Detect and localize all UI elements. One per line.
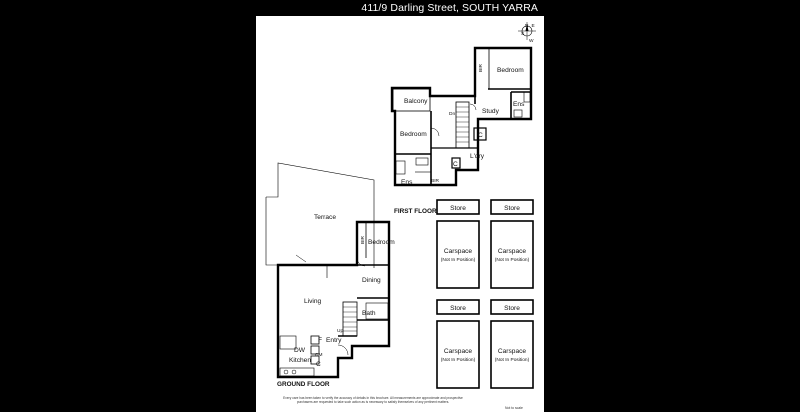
first-floor-title: FIRST FLOOR — [394, 208, 437, 215]
compass-e: E — [532, 23, 535, 29]
ff-balcony-label: Balcony — [404, 98, 428, 105]
ff-laundry-label: L'dry — [470, 153, 485, 160]
carspace-label: Carspace — [444, 248, 473, 255]
disclaimer-text: Every care has been taken to verify the … — [283, 396, 463, 404]
ff-dn-label: Dn — [449, 111, 455, 117]
gf-living-label: Living — [304, 298, 322, 305]
store-box — [436, 199, 480, 215]
carspace-label: Carspace — [444, 348, 473, 355]
store-label: Store — [450, 305, 466, 312]
ground-floor-title: GROUND FLOOR — [277, 381, 330, 388]
property-address: 411/9 Darling Street, SOUTH YARRA — [361, 2, 538, 14]
ff-c-2-label: C — [453, 161, 458, 168]
header-bar: 411/9 Darling Street, SOUTH YARRA — [256, 0, 544, 16]
carspace-box — [490, 320, 534, 389]
gf-cm-label: CM — [315, 352, 322, 358]
store-label: Store — [450, 205, 466, 212]
floorplan-sheet: 411/9 Darling Street, SOUTH YARRA N E S … — [256, 0, 544, 412]
ff-bir-2-label: BIR — [431, 178, 440, 184]
ff-study-label: Study — [482, 108, 500, 115]
ff-bedroom-1-label: Bedroom — [497, 67, 524, 74]
gf-kitchen-label: Kitchen — [289, 357, 311, 364]
gf-terrace-label: Terrace — [314, 214, 336, 221]
ff-bedroom-2-label: Bedroom — [400, 131, 427, 138]
compass-icon: N E S W — [518, 22, 536, 44]
floorplan-drawing: N E S W — [265, 22, 536, 389]
gf-dining-label: Dining — [362, 277, 381, 284]
store-label: Store — [504, 305, 520, 312]
gf-bir-label: BIR — [360, 235, 366, 244]
compass-n: N — [525, 23, 529, 29]
gf-c-label: C — [316, 361, 321, 368]
gf-bath-label: Bath — [362, 310, 376, 317]
store-label: Store — [504, 205, 520, 212]
store-box — [490, 299, 534, 315]
carspace-box — [436, 220, 480, 289]
carspace-box — [436, 320, 480, 389]
first-floor-plan — [390, 46, 533, 187]
ff-ens-2-label: Ens — [401, 179, 413, 186]
store-box — [490, 199, 534, 215]
gf-f-label: F — [318, 337, 322, 344]
compass-s: S — [521, 31, 524, 37]
compass-w: W — [529, 38, 534, 44]
gf-entry-label: Entry — [326, 337, 342, 344]
ff-bir-1-label: BIR — [478, 63, 484, 72]
carspace-note: (Not In Position) — [441, 357, 476, 363]
store-box — [436, 299, 480, 315]
gf-dw-label: DW — [294, 347, 306, 354]
carspace-label: Carspace — [498, 348, 527, 355]
gf-up-label: Up — [337, 328, 343, 334]
ff-ens-1-label: Ens — [513, 101, 525, 108]
carspace-note: (Not In Position) — [495, 357, 530, 363]
ground-floor-plan — [265, 162, 391, 379]
carspace-box — [490, 220, 534, 289]
carspace-note: (Not In Position) — [495, 257, 530, 263]
ff-c-1-label: C — [478, 132, 483, 139]
carspace-label: Carspace — [498, 248, 527, 255]
scale-note: Not to scale — [505, 406, 523, 410]
gf-bedroom-label: Bedroom — [368, 239, 395, 246]
carspace-note: (Not In Position) — [441, 257, 476, 263]
